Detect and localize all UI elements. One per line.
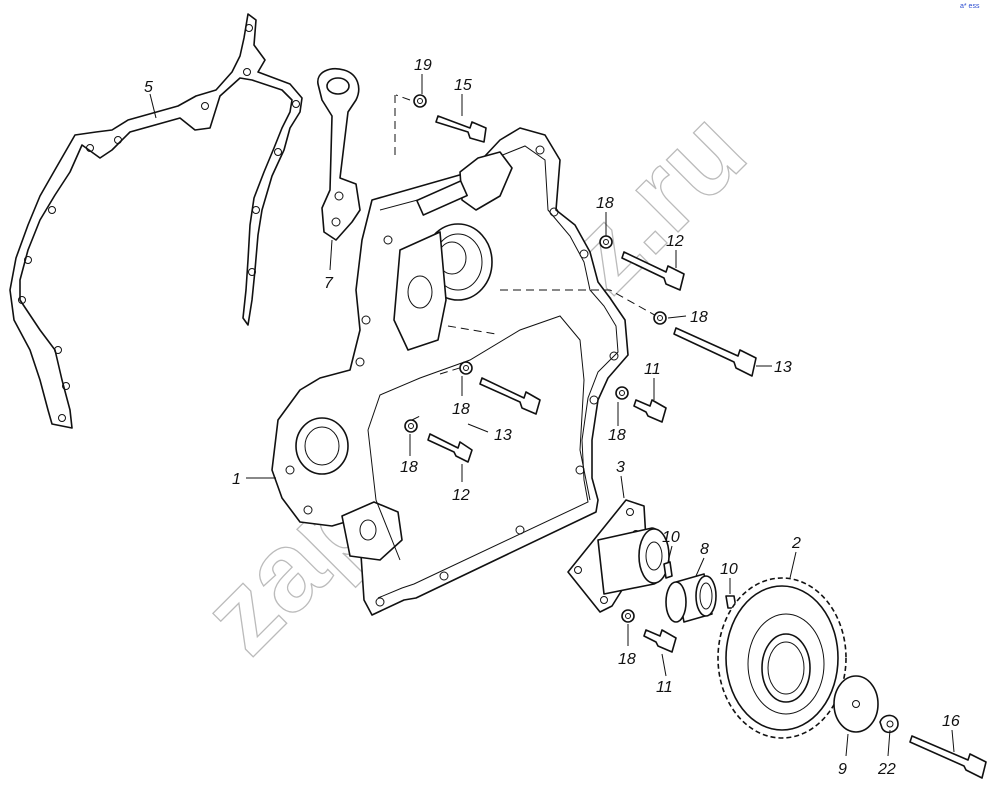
callout-3: 3 bbox=[616, 459, 625, 476]
bolt-part-12-upper bbox=[621, 251, 685, 291]
callout-10-a: 10 bbox=[662, 529, 680, 546]
callout-9: 9 bbox=[838, 761, 847, 778]
bolt-part-12-lower bbox=[427, 433, 473, 463]
callout-18-c: 18 bbox=[452, 401, 470, 418]
callout-18-b: 18 bbox=[690, 309, 708, 326]
callout-22: 22 bbox=[877, 761, 896, 778]
callout-12-b: 12 bbox=[452, 487, 470, 504]
idler-axle-part-3 bbox=[567, 499, 670, 613]
bushing-part-8 bbox=[665, 573, 717, 623]
corner-mark: a* ess bbox=[960, 3, 980, 10]
bolt-part-13-lower bbox=[479, 377, 541, 415]
bolt-part-11-lower bbox=[643, 629, 677, 653]
callout-8: 8 bbox=[700, 541, 709, 558]
gasket-part-5 bbox=[9, 13, 303, 429]
front-cover-part-1 bbox=[271, 127, 629, 616]
callout-16: 16 bbox=[942, 713, 960, 730]
callout-18-d: 18 bbox=[608, 427, 626, 444]
callout-12-a: 12 bbox=[666, 233, 684, 250]
callout-10-b: 10 bbox=[720, 561, 738, 578]
alignment-lines bbox=[394, 94, 661, 421]
leader-lines bbox=[149, 74, 955, 757]
callout-11-a: 11 bbox=[644, 361, 661, 378]
bolt-part-13-upper bbox=[673, 327, 757, 377]
lifting-bracket-part-7 bbox=[317, 68, 361, 241]
callout-7: 7 bbox=[324, 275, 334, 292]
lock-washer-part-22 bbox=[879, 714, 899, 734]
bolt-part-11-upper bbox=[633, 399, 667, 423]
callout-13-a: 13 bbox=[774, 359, 792, 376]
thrust-washer-part-9 bbox=[833, 675, 879, 733]
callout-18-a: 18 bbox=[596, 195, 614, 212]
idler-gear-part-2 bbox=[717, 577, 847, 739]
callout-11-b: 11 bbox=[656, 679, 673, 696]
callout-18-e: 18 bbox=[400, 459, 418, 476]
callout-13-b: 13 bbox=[494, 427, 512, 444]
bolt-part-15 bbox=[435, 115, 487, 143]
callout-5: 5 bbox=[144, 79, 153, 96]
washers-part-18-19 bbox=[404, 94, 667, 623]
callout-19: 19 bbox=[414, 57, 432, 74]
callout-15: 15 bbox=[454, 77, 472, 94]
callout-2: 2 bbox=[791, 535, 801, 552]
bolt-part-16 bbox=[909, 735, 987, 779]
callout-labels: 5 7 1 19 15 18 12 18 13 11 18 13 18 18 1… bbox=[144, 57, 960, 778]
callout-18-f: 18 bbox=[618, 651, 636, 668]
callout-1: 1 bbox=[232, 471, 241, 488]
